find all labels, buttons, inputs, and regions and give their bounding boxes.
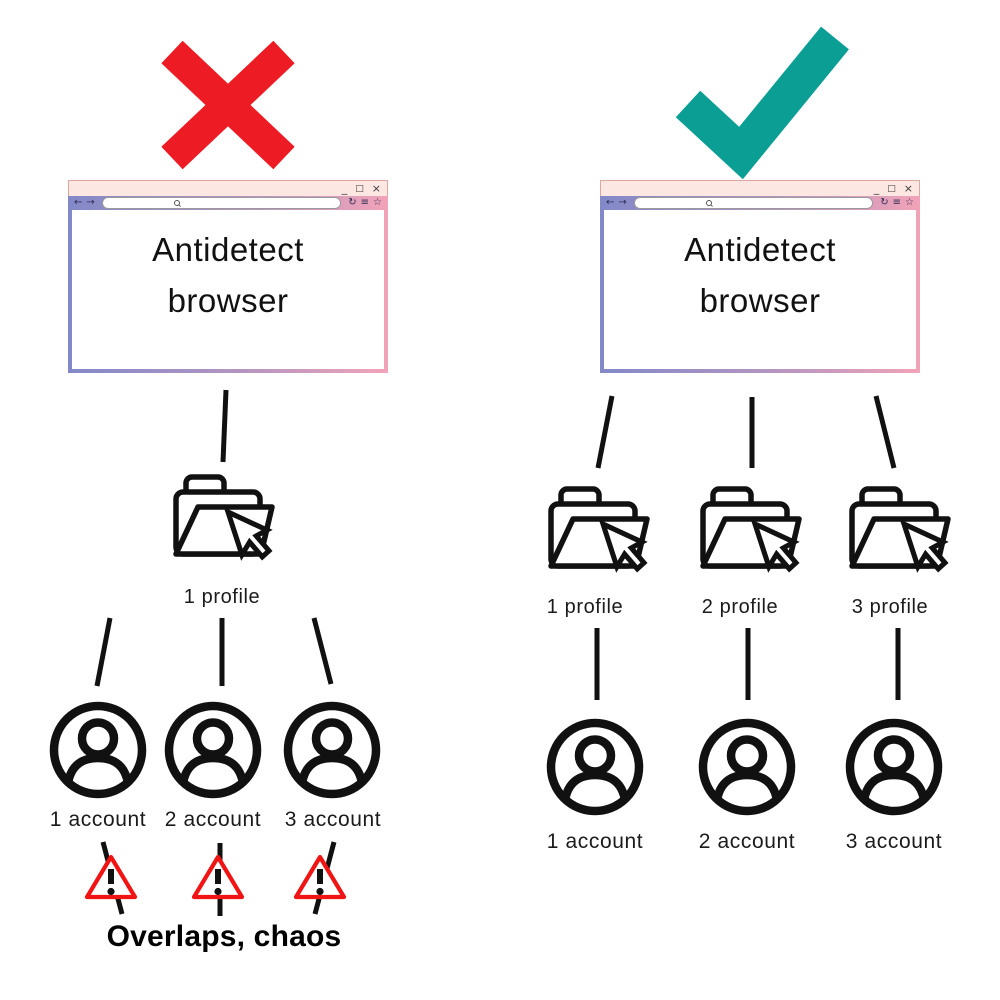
- url-bar: [101, 197, 342, 209]
- connector-browser-to-profile-1: [595, 395, 615, 469]
- browser-window-left: _ □ × ← → ↻ ≡ ☆ Antidetect browser: [68, 180, 388, 373]
- account-person-icon: [169, 706, 257, 795]
- account-person-icon: [288, 706, 376, 795]
- forward-arrow-icon: →: [618, 197, 627, 208]
- search-icon: [706, 200, 713, 206]
- connector-profile-to-account-3: [311, 617, 334, 685]
- search-icon: [174, 200, 181, 206]
- connector-browser-to-profile: [220, 389, 229, 463]
- minimize-icon: _: [341, 181, 348, 195]
- browser-title-text: Antidetect browser: [684, 231, 836, 320]
- warning-triangle-icon: [87, 857, 135, 897]
- account-label: 2 account: [164, 808, 262, 831]
- minimize-icon: _: [873, 181, 880, 195]
- browser-window-right: _ □ × ← → ↻ ≡ ☆ Antidetect browser: [600, 180, 920, 373]
- maximize-icon: □: [355, 183, 364, 194]
- profile-label: 2 profile: [701, 596, 779, 618]
- browser-toolbar: ← → ↻ ≡ ☆: [72, 196, 384, 210]
- profile-folder-icon: [703, 489, 801, 575]
- maximize-icon: □: [887, 183, 896, 194]
- browser-toolbar: ← → ↻ ≡ ☆: [604, 196, 916, 210]
- profile-folder-icon: [852, 489, 950, 575]
- refresh-icon: ↻: [880, 197, 889, 208]
- profile-folder-icon: [551, 489, 649, 575]
- back-arrow-icon: ←: [74, 197, 83, 208]
- account-person-icon: [703, 723, 791, 812]
- bookmark-star-icon: ☆: [905, 197, 914, 208]
- bookmark-star-icon: ☆: [373, 197, 382, 208]
- menu-icon: ≡: [892, 197, 902, 208]
- account-label: 2 account: [698, 830, 796, 853]
- warning-triangle-icon: [296, 857, 344, 897]
- close-icon: ×: [903, 181, 913, 195]
- account-label: 3 account: [284, 808, 382, 831]
- browser-content: Antidetect browser: [604, 210, 916, 369]
- close-icon: ×: [371, 181, 381, 195]
- check-mark-icon: [675, 26, 849, 180]
- browser-content: Antidetect browser: [72, 210, 384, 369]
- warning-triangle-icon: [194, 857, 242, 897]
- account-label: 3 account: [845, 830, 943, 853]
- back-arrow-icon: ←: [606, 197, 615, 208]
- browser-titlebar: _ □ ×: [600, 180, 920, 196]
- browser-titlebar: _ □ ×: [68, 180, 388, 196]
- chaos-caption: Overlaps, chaos: [106, 920, 342, 953]
- profile-label: 1 profile: [183, 586, 261, 608]
- profile-label: 3 profile: [851, 596, 929, 618]
- account-label: 1 account: [546, 830, 644, 853]
- account-person-icon: [54, 706, 142, 795]
- account-person-icon: [850, 723, 938, 812]
- menu-icon: ≡: [360, 197, 370, 208]
- browser-title-text: Antidetect browser: [152, 231, 304, 320]
- account-person-icon: [551, 723, 639, 812]
- url-bar: [633, 197, 874, 209]
- x-mark-icon: [161, 40, 295, 170]
- connector-browser-to-profile-3: [873, 395, 897, 469]
- profile-folder-icon: [176, 477, 274, 563]
- forward-arrow-icon: →: [86, 197, 95, 208]
- refresh-icon: ↻: [348, 197, 357, 208]
- profile-label: 1 profile: [546, 596, 624, 618]
- connector-profile-to-account-1: [94, 617, 113, 687]
- account-label: 1 account: [49, 808, 147, 831]
